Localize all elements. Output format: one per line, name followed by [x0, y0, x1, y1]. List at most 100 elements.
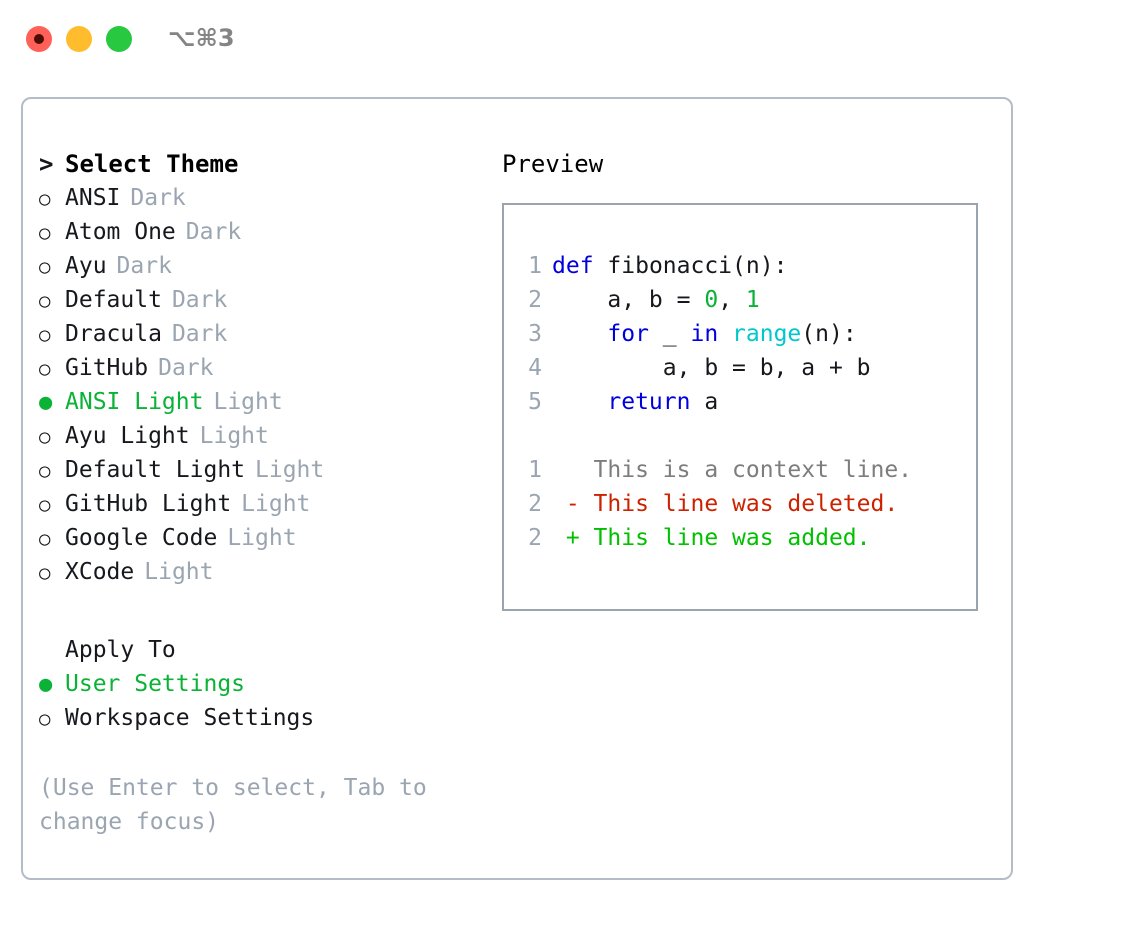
theme-kind-label: Light — [144, 559, 214, 585]
radio-unselected-icon: ○ — [39, 188, 51, 210]
diff-line: 1 This is a context line. — [518, 453, 976, 487]
theme-name-label: ANSI — [65, 185, 121, 211]
theme-name-label: GitHub — [65, 355, 149, 381]
close-button[interactable] — [26, 26, 52, 52]
keyboard-shortcut-label: ⌥⌘3 — [168, 24, 235, 52]
radio-unselected-icon: ○ — [39, 562, 51, 584]
code-line-number: 1 — [528, 253, 542, 279]
theme-kind-label: Light — [241, 491, 311, 517]
theme-kind-label: Light — [213, 389, 283, 415]
cursor-caret-icon: > — [39, 150, 54, 178]
theme-kind-label: Dark — [130, 185, 186, 211]
theme-name-label: Ayu Light — [65, 423, 190, 449]
radio-unselected-icon: ○ — [39, 358, 51, 380]
radio-selected-icon: ● — [39, 390, 53, 415]
apply-to-heading-spacer: o — [39, 633, 65, 667]
diff-line-text: This is a context line. — [552, 457, 913, 483]
code-token: for — [607, 321, 649, 347]
radio-selected-icon: ● — [39, 672, 53, 697]
theme-list-item[interactable]: ○ Default Dark — [39, 283, 479, 317]
code-diff-separator — [518, 419, 976, 453]
diff-line-text: - This line was deleted. — [552, 491, 899, 517]
theme-list-item[interactable]: ○ Ayu Dark — [39, 249, 479, 283]
code-token: _ — [648, 321, 691, 347]
diff-line-number: 2 — [528, 491, 542, 517]
code-line-number: 3 — [528, 321, 542, 347]
code-line-number: 2 — [528, 287, 542, 313]
code-token: range — [732, 321, 802, 347]
theme-kind-label: Dark — [171, 321, 228, 347]
theme-list-item[interactable]: ● ANSI Light Light — [39, 385, 479, 419]
code-token: in — [690, 321, 719, 347]
diff-line-number: 1 — [528, 457, 542, 483]
keyboard-hint-text: (Use Enter to select, Tab to change focu… — [39, 775, 427, 835]
theme-list-item[interactable]: ○ XCode Light — [39, 555, 479, 589]
code-line-number: 4 — [528, 355, 542, 381]
apply-to-group: oApply To ●User Settings ○ Workspace Setti… — [39, 633, 479, 735]
theme-kind-label: Light — [227, 525, 297, 551]
diff-sample: 1 This is a context line.2 - This line w… — [518, 453, 976, 555]
radio-unselected-icon: ○ — [39, 426, 51, 448]
code-token: 1 — [745, 287, 760, 313]
code-sample: 1 def fibonacci(n): 2 a, b = 0, 1 3 for _ i… — [518, 249, 976, 419]
code-line: 5 return a — [518, 385, 976, 419]
diff-line-text: + This line was added. — [552, 525, 871, 551]
maximize-button[interactable] — [106, 26, 132, 52]
theme-name-label: Atom One — [65, 219, 176, 245]
theme-name-label: Ayu — [65, 253, 107, 279]
apply-to-heading: oApply To — [39, 633, 479, 667]
code-token — [552, 321, 607, 347]
code-token: , — [718, 287, 746, 313]
apply-to-option[interactable]: ●User Settings — [39, 667, 479, 701]
theme-kind-label: Light — [199, 423, 269, 449]
code-token: a, b = b, a + b — [552, 355, 871, 381]
theme-kind-label: Dark — [158, 355, 214, 381]
theme-name-label: Default — [65, 287, 162, 313]
theme-name-label: ANSI Light — [65, 389, 204, 415]
theme-name-label: Default Light — [65, 457, 246, 483]
radio-unselected-icon: ○ — [39, 256, 51, 278]
code-token: def — [552, 253, 594, 279]
recording-indicator-icon — [34, 34, 44, 44]
theme-preview-box: 1 def fibonacci(n): 2 a, b = 0, 1 3 for _ i… — [502, 203, 978, 611]
theme-list-item[interactable]: ○ Dracula Dark — [39, 317, 479, 351]
apply-to-heading-label: Apply To — [65, 637, 176, 663]
radio-unselected-icon: ○ — [39, 324, 51, 346]
radio-unselected-icon: ○ — [39, 290, 51, 312]
theme-list-item[interactable]: ○ Ayu Light Light — [39, 419, 479, 453]
apply-to-option-label: Workspace Settings — [65, 705, 315, 731]
theme-kind-label: Dark — [116, 253, 172, 279]
radio-unselected-icon: ○ — [39, 708, 51, 730]
code-token: return — [607, 389, 691, 415]
theme-list-item[interactable]: ○ GitHub Dark — [39, 351, 479, 385]
theme-name-label: Dracula — [65, 321, 162, 347]
diff-line: 2 - This line was deleted. — [518, 487, 976, 521]
theme-picker-heading-label: Select Theme — [65, 150, 239, 178]
radio-unselected-icon: ○ — [39, 460, 51, 482]
radio-unselected-icon: ○ — [39, 222, 51, 244]
code-line-number: 5 — [528, 389, 542, 415]
code-line: 1 def fibonacci(n): — [518, 249, 976, 283]
minimize-button[interactable] — [66, 26, 92, 52]
code-token — [718, 321, 732, 347]
code-line: 4 a, b = b, a + b — [518, 351, 976, 385]
code-line: 2 a, b = 0, 1 — [518, 283, 976, 317]
radio-unselected-icon: ○ — [39, 494, 51, 516]
theme-name-label: XCode — [65, 559, 135, 585]
theme-kind-label: Dark — [171, 287, 228, 313]
apply-to-option[interactable]: ○ Workspace Settings — [39, 701, 479, 735]
diff-line: 2 + This line was added. — [518, 521, 976, 555]
theme-list-item[interactable]: ○ ANSI Dark — [39, 181, 479, 215]
code-token — [594, 253, 608, 279]
code-token: fibonacci(n): — [607, 253, 788, 279]
title-bar: ⌥⌘3 — [0, 0, 1140, 80]
